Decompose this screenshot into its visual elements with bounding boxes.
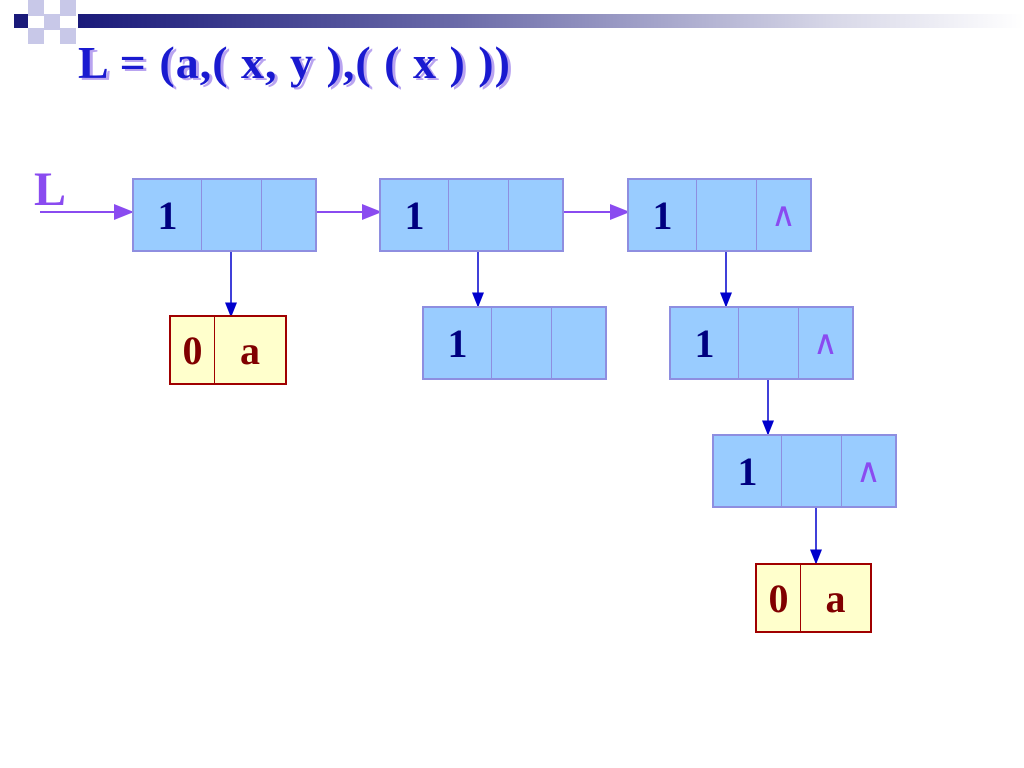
node-tag: 1 bbox=[671, 308, 739, 378]
node-tag: 1 bbox=[424, 308, 492, 378]
list-node-n2: 1 bbox=[379, 178, 564, 252]
header-square-light bbox=[60, 0, 76, 16]
list-node-n4: 1 bbox=[422, 306, 607, 380]
title-separator: , bbox=[199, 37, 213, 88]
null-pointer-icon: ∧ bbox=[771, 195, 796, 235]
node-head-pointer bbox=[782, 436, 842, 506]
header-square-light bbox=[60, 28, 76, 44]
node-tail-pointer bbox=[509, 180, 562, 250]
list-node-n1: 1 bbox=[132, 178, 317, 252]
title-atom: a bbox=[175, 37, 200, 88]
header-square-dark bbox=[14, 14, 28, 28]
title-suffix: ) bbox=[494, 37, 511, 88]
list-node-n6: 1 ∧ bbox=[712, 434, 897, 508]
atom-value: a bbox=[240, 327, 260, 373]
atom-tag: 0 bbox=[757, 565, 801, 631]
title-prefix: L = ( bbox=[78, 37, 176, 88]
node-tag: 1 bbox=[134, 180, 202, 250]
header-bar bbox=[78, 14, 1024, 28]
list-node-n3: 1 ∧ bbox=[627, 178, 812, 252]
node-tail-pointer bbox=[552, 308, 605, 378]
atom-node-a1: 0 a bbox=[169, 315, 287, 385]
node-head-pointer bbox=[492, 308, 552, 378]
header-square-light bbox=[44, 14, 60, 30]
node-head-pointer bbox=[202, 180, 262, 250]
atom-node-a2: 0 a bbox=[755, 563, 872, 633]
title-separator: , bbox=[342, 37, 356, 88]
atom-value: a bbox=[825, 575, 846, 621]
title-sublist: ( ( x ) ) bbox=[355, 37, 495, 88]
node-head-pointer bbox=[697, 180, 757, 250]
node-head-pointer bbox=[449, 180, 509, 250]
header-square-light bbox=[28, 28, 44, 44]
head-pointer-label: L bbox=[34, 163, 67, 216]
node-tag: 1 bbox=[381, 180, 449, 250]
node-tail-pointer bbox=[262, 180, 315, 250]
list-node-n5: 1 ∧ bbox=[669, 306, 854, 380]
node-tag: 1 bbox=[629, 180, 697, 250]
null-pointer-icon: ∧ bbox=[813, 323, 838, 363]
header-square-light bbox=[28, 0, 44, 16]
atom-tag: 0 bbox=[171, 317, 215, 383]
node-head-pointer bbox=[739, 308, 799, 378]
page-title: L = ( a, ( x, y ), ( ( x ) ) ) bbox=[78, 36, 511, 96]
node-tag: 1 bbox=[714, 436, 782, 506]
null-pointer-icon: ∧ bbox=[856, 451, 881, 491]
title-sublist: ( x, y ) bbox=[212, 37, 343, 88]
